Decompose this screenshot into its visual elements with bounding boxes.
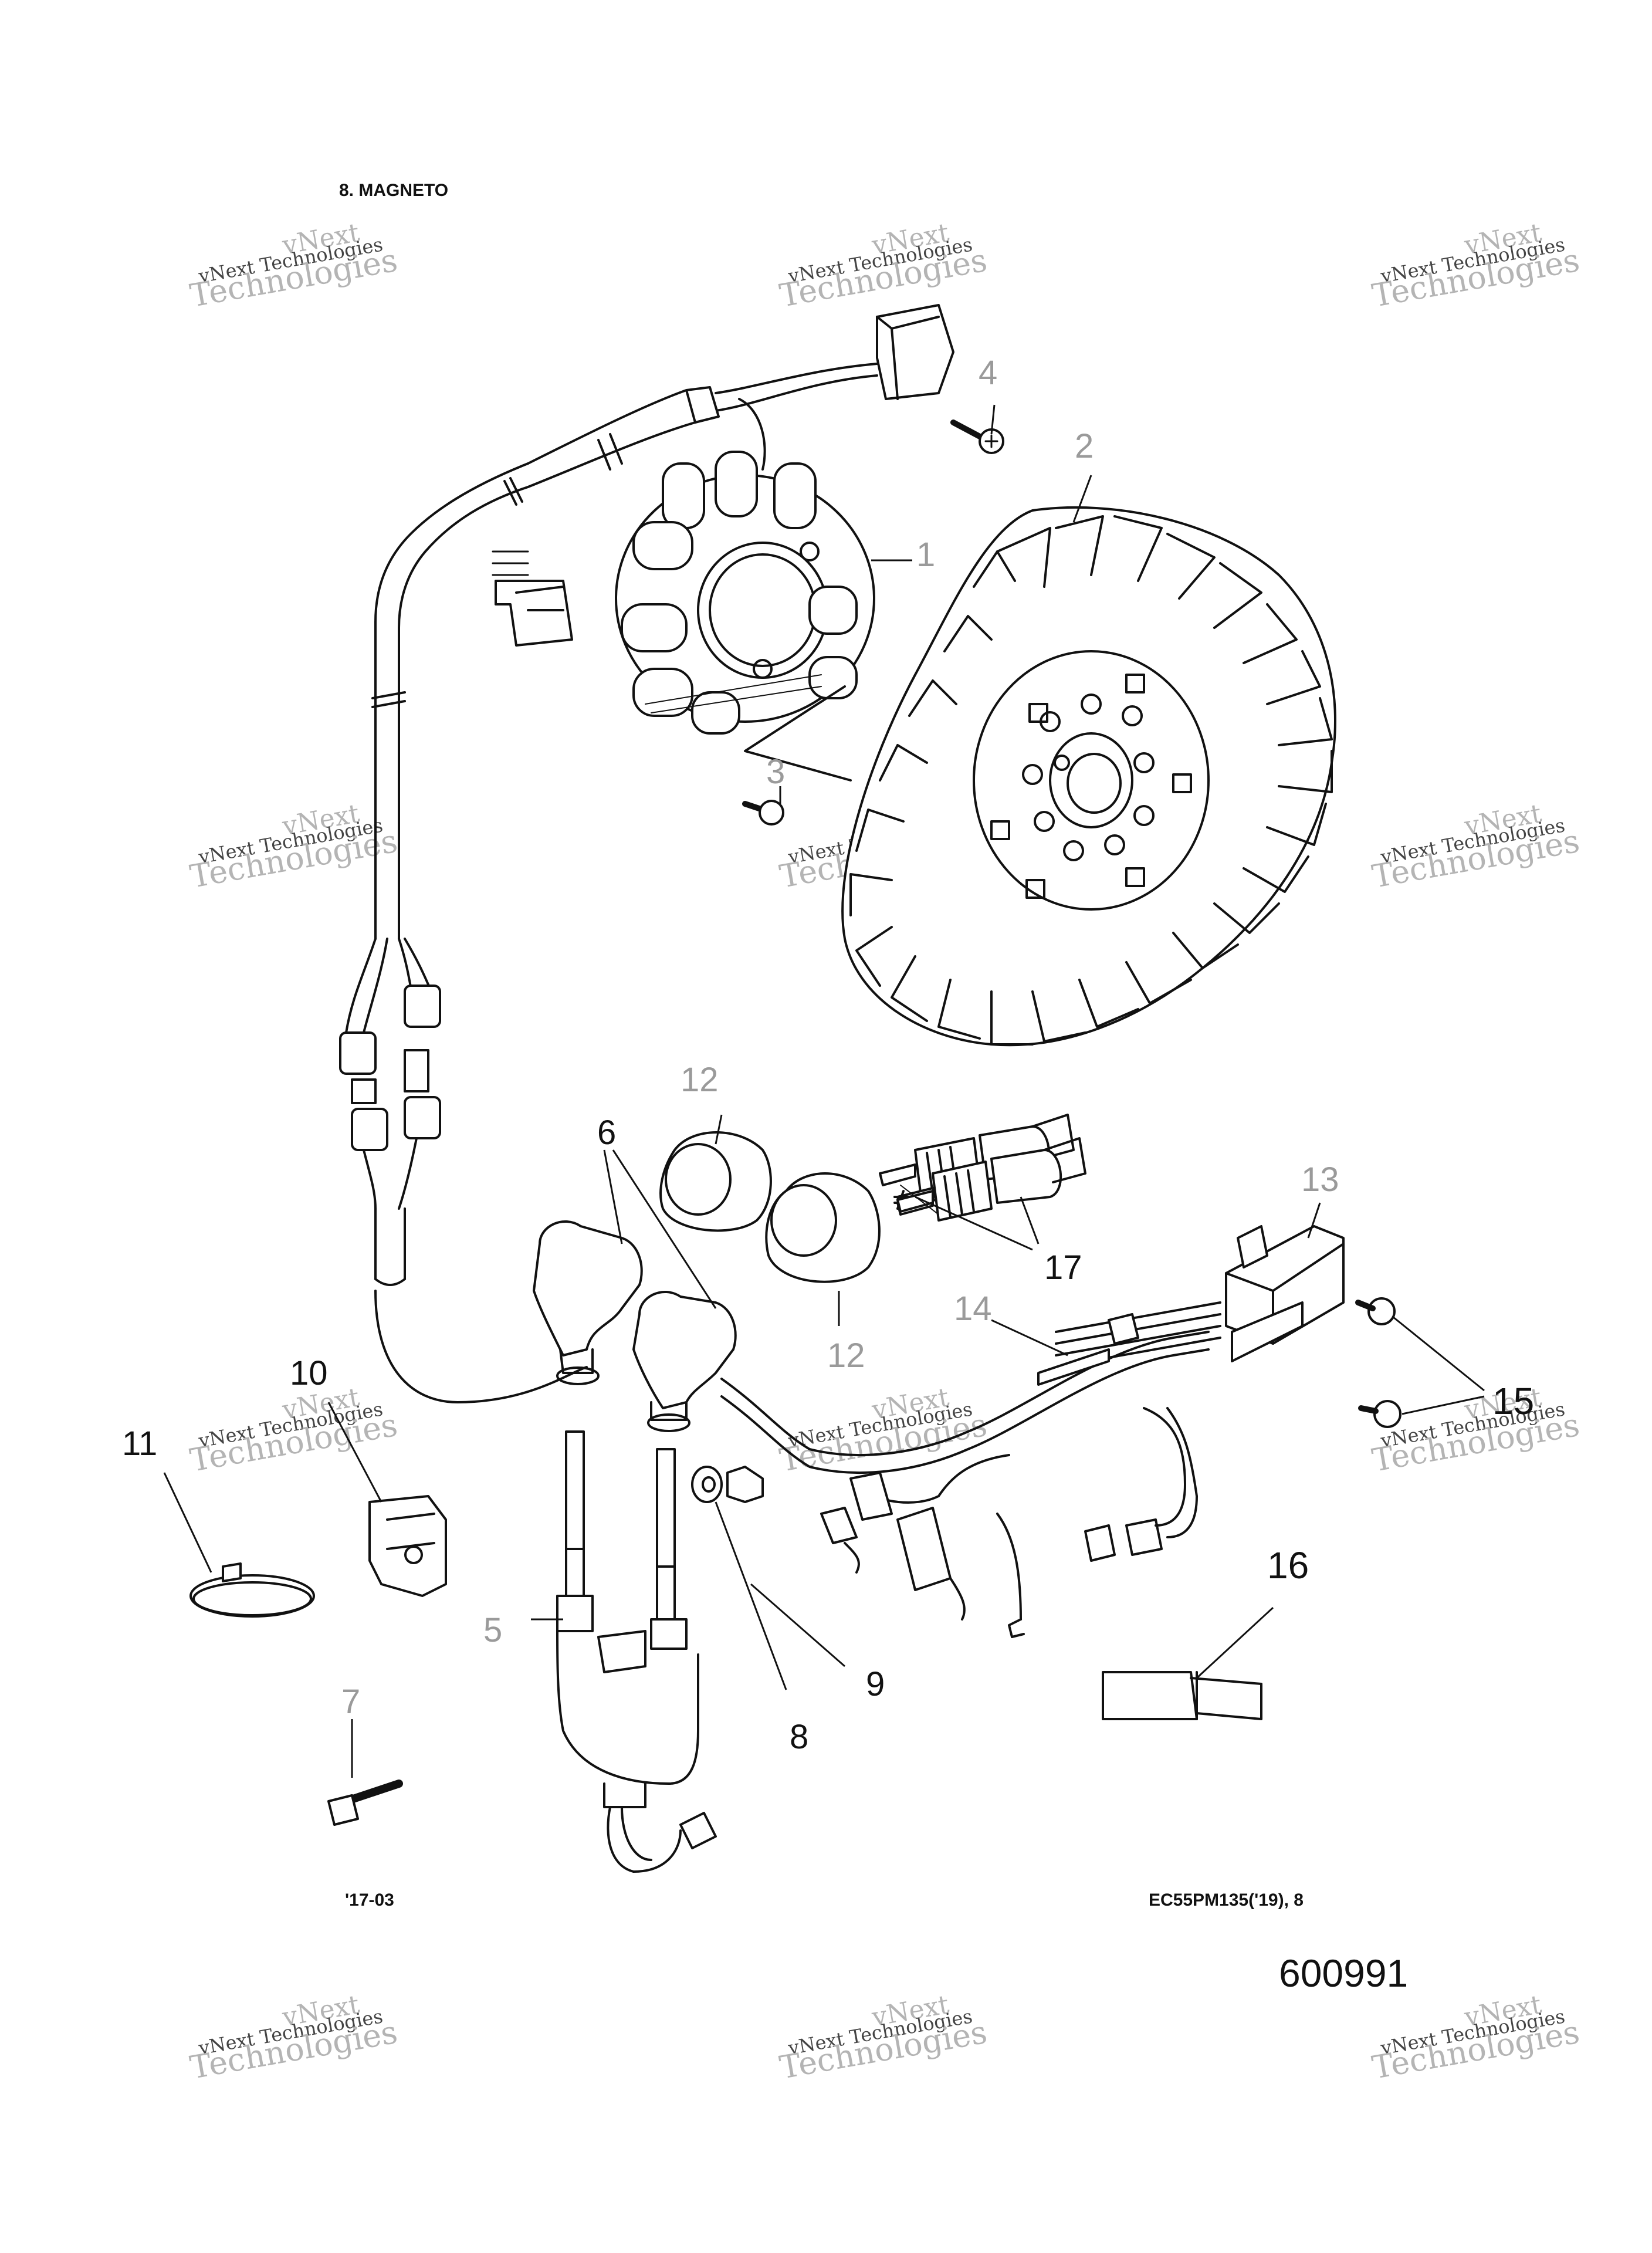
wiring-harness	[720, 1301, 1221, 1638]
spark-plug-lower-actual	[896, 1137, 1086, 1222]
plug-boot-12-lower	[765, 1172, 881, 1283]
leader-4	[990, 404, 996, 435]
leader-17	[915, 1196, 1040, 1251]
leader-6	[603, 1149, 717, 1309]
callout-12-lower: 12	[827, 1337, 865, 1375]
stator-harness	[339, 363, 878, 1403]
model-reference: EC55PM135('19), 8	[1149, 1890, 1304, 1910]
cdi-screw-upper	[1355, 1297, 1396, 1325]
leader-10	[327, 1402, 382, 1503]
callout-17: 17	[1044, 1249, 1082, 1287]
callout-9: 9	[866, 1665, 885, 1703]
cable-tie-11	[189, 1562, 315, 1618]
leader-14	[991, 1319, 1068, 1356]
date-code: '17-03	[345, 1890, 394, 1910]
coil-bolt	[327, 1780, 403, 1826]
callout-1: 1	[916, 536, 935, 574]
callout-12-upper: 12	[681, 1061, 719, 1099]
callout-2: 2	[1075, 427, 1094, 465]
callout-13: 13	[1301, 1161, 1339, 1199]
ground-connector	[876, 304, 954, 400]
callout-4: 4	[979, 354, 997, 392]
ignition-coil	[556, 1430, 717, 1873]
stator-screw-3	[742, 685, 852, 826]
callout-6: 6	[597, 1114, 616, 1152]
callout-10: 10	[290, 1354, 328, 1392]
callout-11: 11	[122, 1425, 157, 1463]
leader-2	[1072, 475, 1092, 523]
callout-14: 14	[954, 1290, 992, 1328]
leader-8	[715, 1501, 787, 1690]
nut-9	[726, 1466, 764, 1503]
cdi-unit	[1225, 1225, 1345, 1362]
washer-8	[691, 1466, 723, 1503]
leader-11	[163, 1472, 212, 1573]
flywheel	[841, 506, 1336, 1047]
callout-7: 7	[341, 1683, 360, 1721]
screw-4	[950, 420, 1004, 454]
diagram-id: 600991	[1279, 1951, 1409, 1995]
stator	[615, 451, 875, 735]
plug-cap-6-left	[533, 1220, 643, 1385]
leader-13	[1307, 1202, 1321, 1239]
clamp-10	[368, 1495, 447, 1597]
callout-16: 16	[1267, 1544, 1309, 1586]
section-title: 8. MAGNETO	[339, 181, 449, 200]
callout-3: 3	[766, 753, 785, 791]
tube-16	[1102, 1671, 1262, 1720]
leader-15	[1393, 1316, 1485, 1415]
callout-5: 5	[483, 1611, 502, 1649]
leader-9	[750, 1583, 845, 1667]
leader-16	[1196, 1606, 1274, 1679]
cdi-screw-lower	[1358, 1400, 1402, 1428]
callout-8: 8	[790, 1718, 808, 1756]
leader-12-upper	[715, 1114, 723, 1145]
plug-cap-6-right	[632, 1290, 737, 1432]
callout-15: 15	[1492, 1380, 1534, 1422]
plug-boot-12-upper	[659, 1131, 772, 1232]
